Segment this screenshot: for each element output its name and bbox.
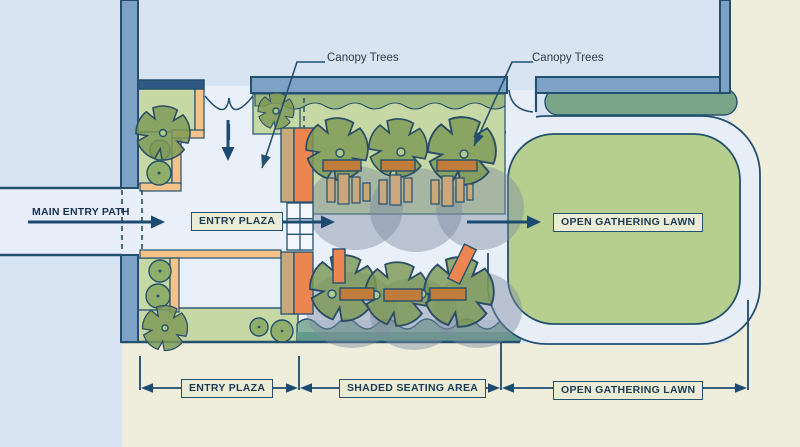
- dimension-label-open-gathering-lawn: OPEN GATHERING LAWN: [553, 381, 704, 400]
- canopy-trees-callout-left: Canopy Trees: [327, 52, 399, 64]
- orange-benches: [332, 243, 478, 285]
- east-wall: [719, 0, 731, 94]
- west-wall-lower: [120, 254, 139, 343]
- seating-hedge: [254, 93, 506, 110]
- north-wall-west-segment: [250, 76, 508, 94]
- open-gathering-lawn-label: OPEN GATHERING LAWN: [553, 213, 704, 232]
- tables-and-chairs: [326, 173, 474, 207]
- walkway-steps: [286, 202, 314, 251]
- north-wall-east-segment: [535, 76, 731, 94]
- plaza-top-wall: [137, 79, 205, 90]
- entry-plaza-label: ENTRY PLAZA: [191, 212, 284, 231]
- benches: [322, 159, 478, 302]
- building-walls: [120, 0, 731, 343]
- main-entry-path-label: MAIN ENTRY PATH: [32, 206, 130, 218]
- dimension-label-entry-plaza: ENTRY PLAZA: [181, 379, 274, 398]
- dimension-label-shaded-seating-area: SHADED SEATING AREA: [339, 379, 487, 398]
- canopy-trees-callout-right: Canopy Trees: [532, 52, 604, 64]
- circulation-arrows: [28, 120, 541, 229]
- callout-leaders: [261, 61, 533, 169]
- west-wall-upper: [120, 0, 139, 189]
